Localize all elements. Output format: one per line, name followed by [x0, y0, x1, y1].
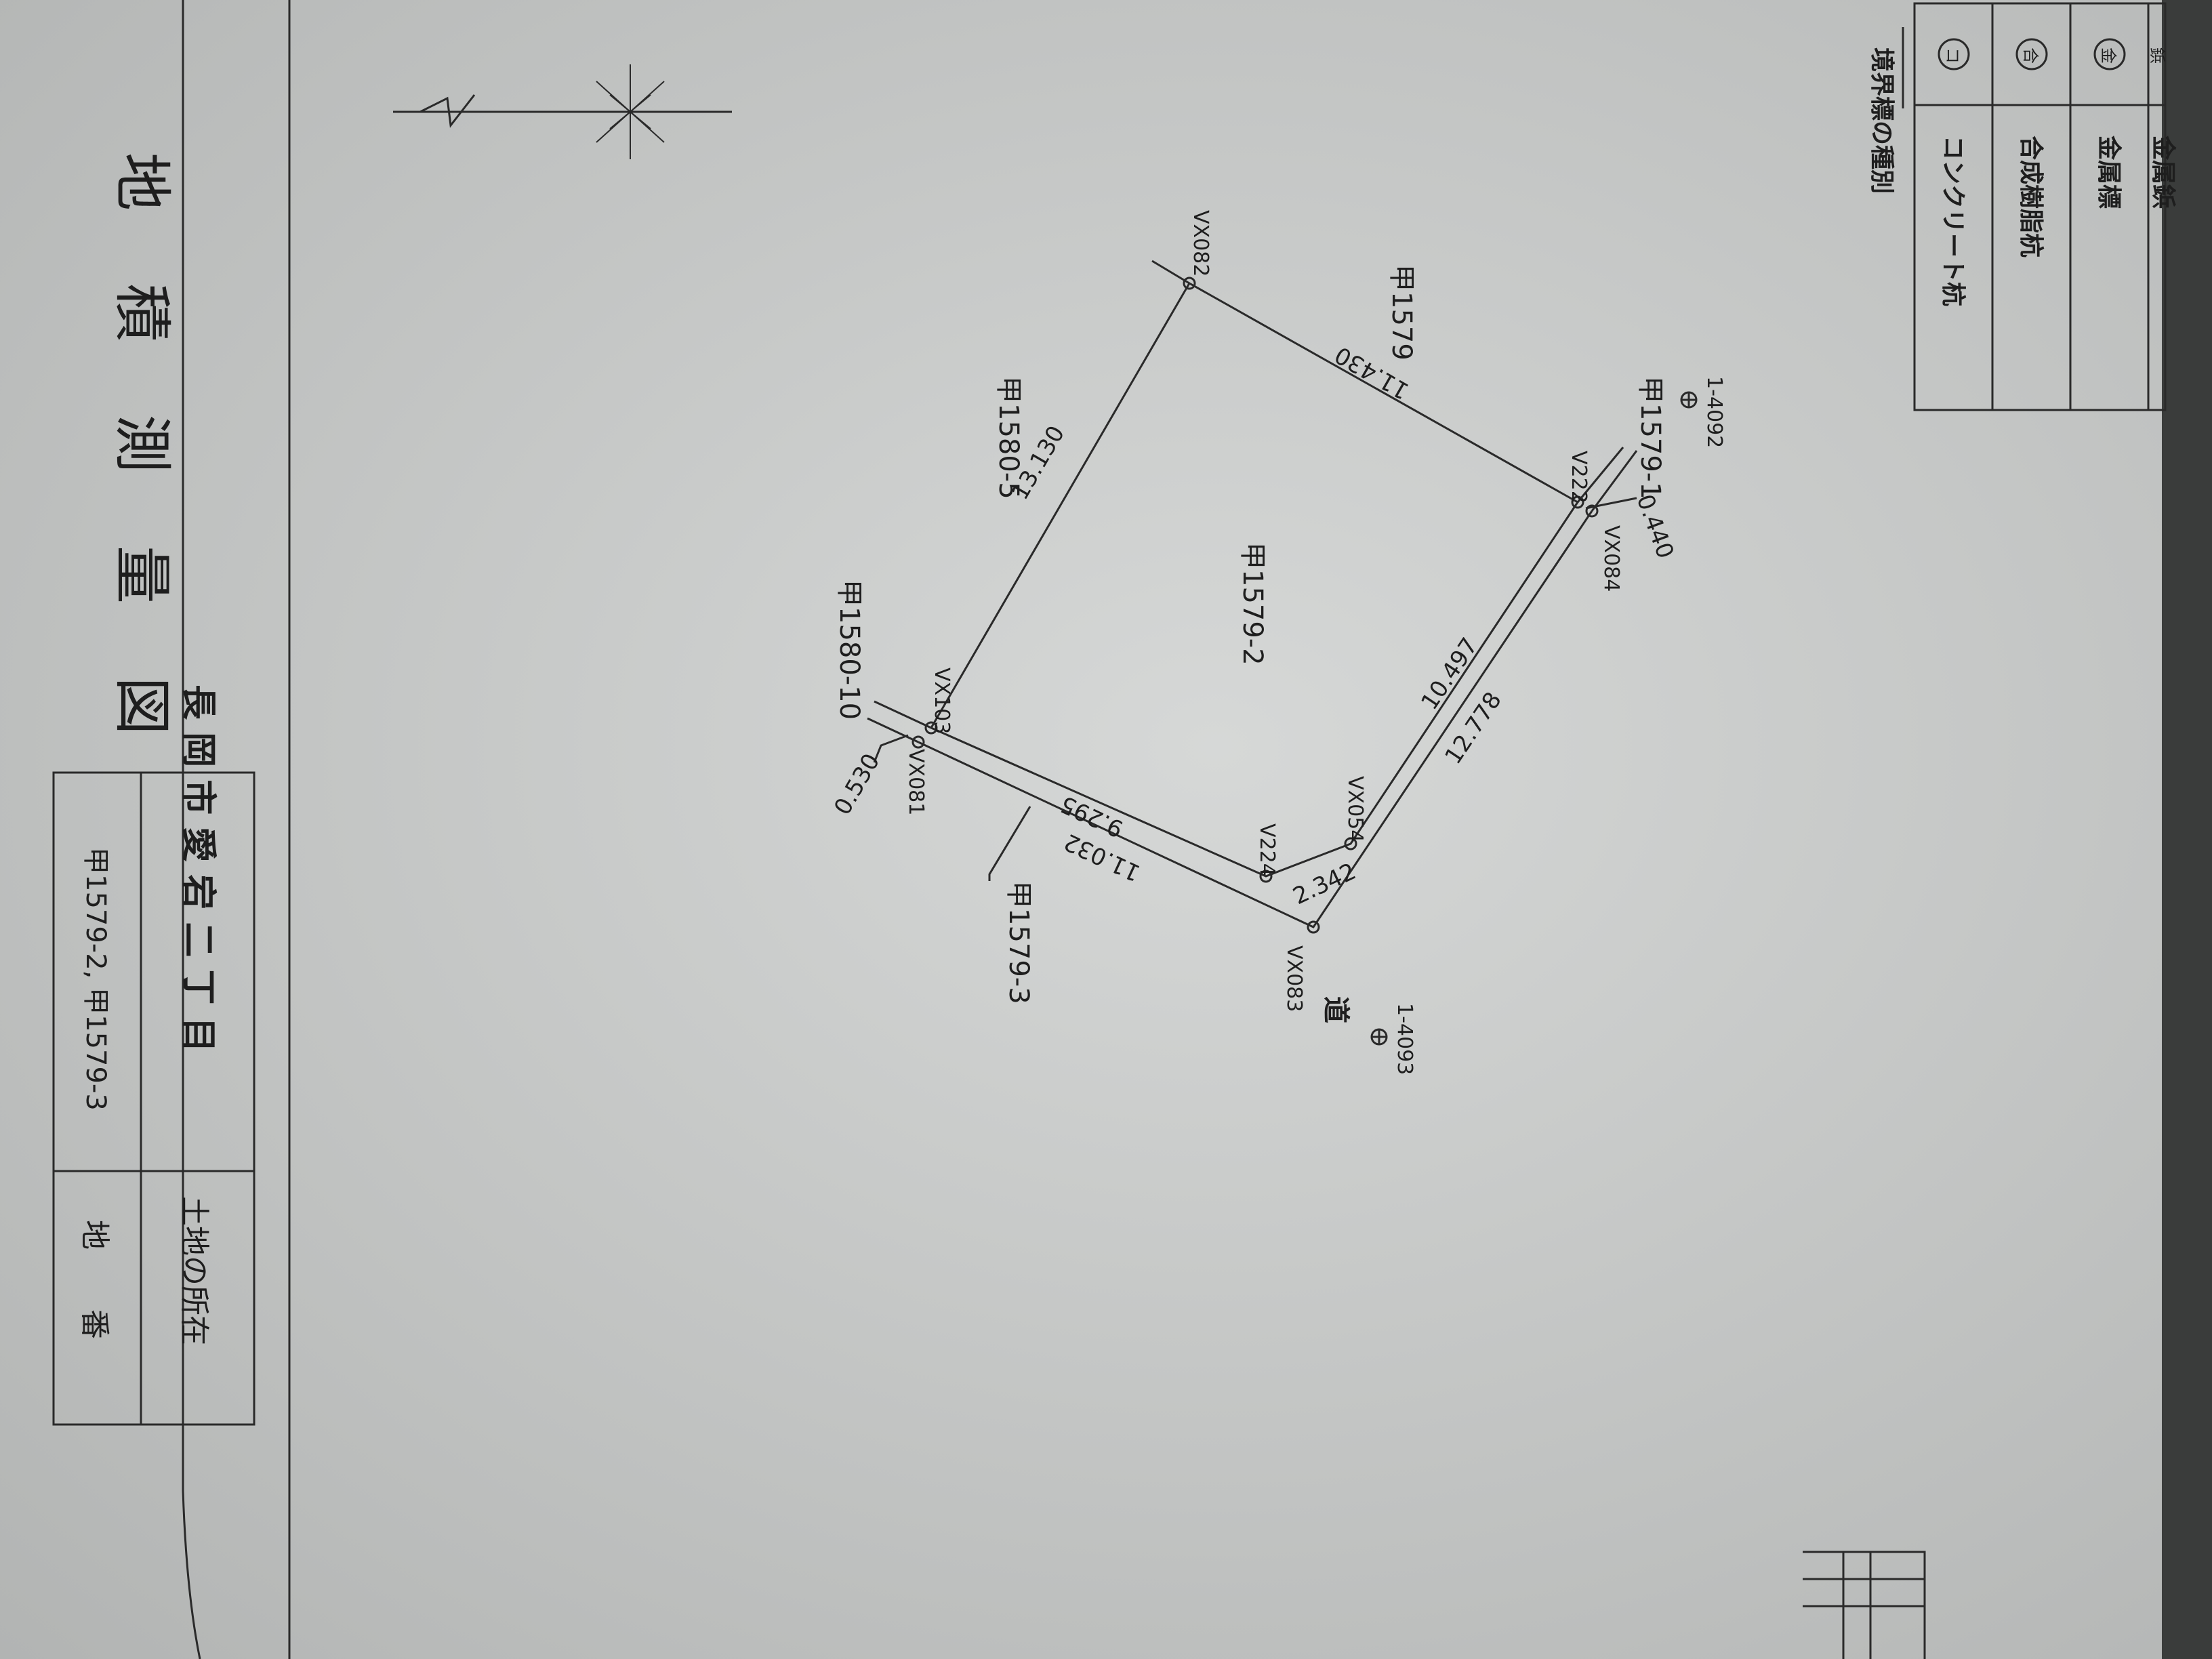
legend-label: 合成樹脂杭 [2017, 136, 2045, 258]
point-label: VX103 [930, 668, 954, 734]
legend-label: コンクリート杭 [1939, 136, 1967, 306]
point-marker [1344, 837, 1357, 851]
point-label: VX083 [1282, 945, 1306, 1012]
point-marker [924, 721, 938, 735]
frame-curve [182, 0, 201, 1659]
point-label: VX081 [904, 749, 928, 815]
north-arrow-icon [393, 64, 732, 159]
parcel-boundary [867, 260, 1638, 928]
parcel-label-east: 甲1579 [1386, 264, 1417, 361]
parcel-label-west: 甲1579-3 [1003, 881, 1034, 1004]
point-marker [1571, 495, 1584, 509]
point-marker [1307, 920, 1320, 934]
legend-item-concrete: コ コンクリート杭 [1938, 38, 1970, 306]
parcel-label-south-east: 甲1579-1 [1635, 376, 1666, 499]
binding-marks [1803, 1551, 1926, 1659]
point-marker [912, 735, 925, 749]
legend-title: 境界標の種別 [1868, 47, 1896, 194]
legend-label: 金属鋲 [2149, 135, 2177, 209]
location-label: 土地の所在 [177, 1196, 211, 1345]
point-marker [1259, 869, 1273, 883]
lot-number-value: 甲1579-2, 甲1579-3 [80, 847, 111, 1111]
page-edge [2162, 0, 2212, 1659]
benchmark-label: 1-4092 [1702, 376, 1726, 448]
benchmark-icon [1680, 391, 1698, 409]
legend-symbol: コ [1943, 47, 1962, 64]
parcel-label-west-top: 甲1580-10 [834, 579, 865, 720]
benchmark-2: 1-4093 [1370, 1003, 1416, 1075]
point-label: V224 [1255, 823, 1279, 876]
legend-symbol: 合 [2021, 47, 2040, 64]
point-marker [1585, 504, 1599, 518]
point-label: V222 [1567, 451, 1591, 504]
benchmark-1: 1-4092 [1680, 376, 1726, 448]
road-label: 道 [1320, 996, 1351, 1023]
parcel-label-main: 甲1579-2 [1237, 542, 1268, 665]
point-label: VX054 [1343, 776, 1367, 842]
point-label: VX082 [1189, 210, 1212, 276]
parcel-label-north: 甲1580-5 [993, 376, 1024, 499]
legend-item-metal-plate: 金 金属標 [2093, 38, 2126, 209]
benchmark-icon [1370, 1028, 1388, 1046]
page-title: 地 積 測 量 図 [108, 152, 176, 762]
legend-symbol: 金 [2099, 47, 2118, 64]
header-table: 地 番 甲1579-2, 甲1579-3 土地の所在 長 岡 市 愛 宕 二 丁… [52, 684, 255, 1426]
point-label: VX084 [1599, 525, 1623, 592]
legend-item-metal-rivet: 鋲 金属鋲 [2148, 47, 2177, 209]
lot-number-label: 地 番 [77, 1220, 112, 1339]
location-value: 長 岡 市 愛 宕 二 丁 目 [178, 684, 218, 1052]
boundary-points [912, 276, 1599, 934]
legend-item-resin: 合 合成樹脂杭 [2015, 38, 2048, 258]
benchmark-label: 1-4093 [1393, 1003, 1416, 1075]
legend-label: 金属標 [2095, 135, 2123, 209]
legend: 境界標の種別 コ コンクリート杭 合 合成樹脂杭 金 金属標 鋲 金属鋲 [1868, 2, 2177, 411]
legend-symbol: 鋲 [2148, 47, 2167, 64]
point-marker [1183, 276, 1196, 290]
